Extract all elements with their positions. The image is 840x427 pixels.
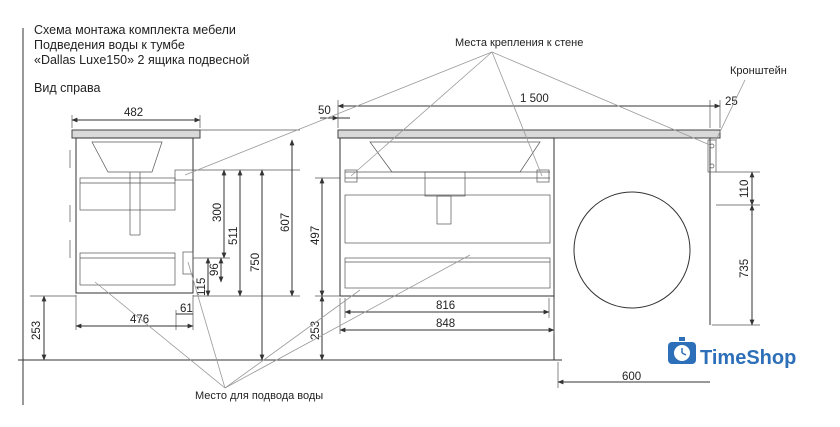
dim-253-left: 253 <box>31 321 43 340</box>
dim-115: 115 <box>196 278 208 296</box>
dim-735: 735 <box>739 259 751 278</box>
washing-machine-door <box>573 191 691 309</box>
dim-61: 61 <box>180 303 193 315</box>
dim-482: 482 <box>124 107 143 119</box>
dim-476: 476 <box>130 314 149 326</box>
dim-110: 110 <box>739 180 751 198</box>
dim-607: 607 <box>280 213 292 232</box>
dim-750: 750 <box>250 253 262 272</box>
dim-253-mid: 253 <box>310 321 322 340</box>
dim-25: 25 <box>725 96 738 108</box>
stopwatch-icon <box>668 337 696 364</box>
label-water-supply: Место для подвода воды <box>195 390 323 402</box>
dim-50: 50 <box>318 105 331 117</box>
side-view-cabinet <box>69 129 201 294</box>
dim-511: 511 <box>228 227 240 245</box>
side-view-label: Вид справа <box>34 81 101 95</box>
dim-816: 816 <box>436 300 455 312</box>
dim-96: 96 <box>209 263 221 276</box>
title-line-2: Подведения воды к тумбе <box>34 38 185 52</box>
bracket-shape <box>707 139 717 173</box>
title-line-3: «Dallas Luxe150» 2 ящика подвесной <box>34 53 249 67</box>
timeshop-logo: TimeShop <box>668 337 796 369</box>
title-line-1: Схема монтажа комплекта мебели <box>34 23 236 37</box>
label-bracket: Кронштейн <box>730 65 787 77</box>
dim-497: 497 <box>310 226 322 245</box>
dim-848: 848 <box>436 318 455 330</box>
dim-1500: 1 500 <box>520 93 549 105</box>
dim-300: 300 <box>212 203 224 222</box>
dim-600: 600 <box>622 371 641 383</box>
logo-text: TimeShop <box>700 347 796 369</box>
label-wall-mount: Места крепления к стене <box>455 37 583 49</box>
front-view-cabinet <box>337 129 721 361</box>
